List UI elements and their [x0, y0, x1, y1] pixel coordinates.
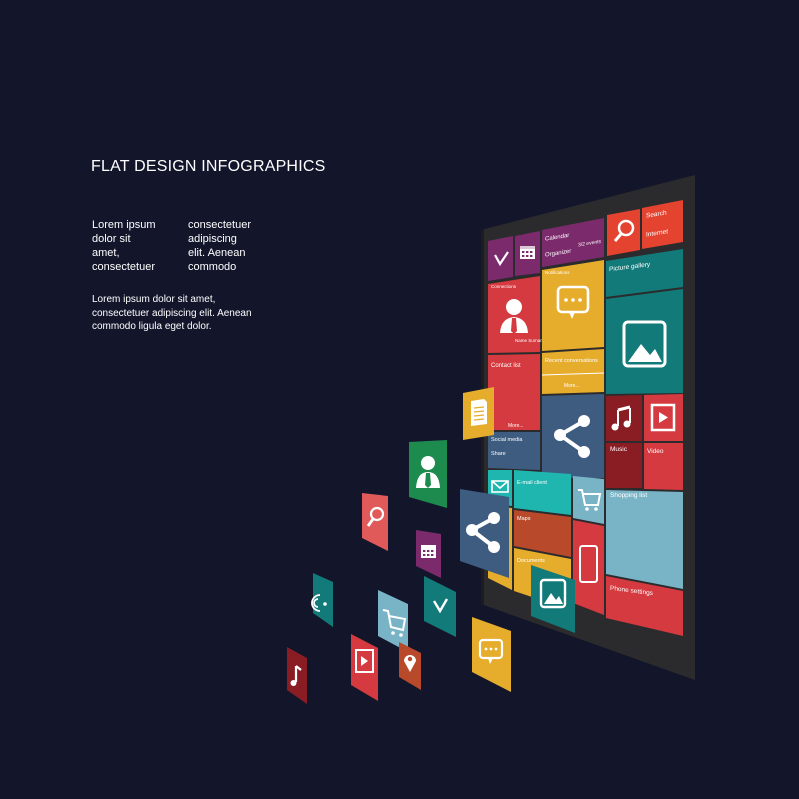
tile-cart[interactable]: [573, 476, 604, 524]
description-paragraph: Lorem ipsum dolor sit amet, consectetuer…: [92, 293, 252, 334]
tile-label: Notifications: [545, 270, 570, 275]
tile-label: Organizer: [545, 249, 571, 259]
floating-share-tile[interactable]: [460, 489, 509, 578]
text-line: dolor sit: [92, 233, 131, 245]
tile-label: E-mail client: [517, 480, 547, 486]
floating-image-tile[interactable]: [531, 565, 575, 633]
tile-notifications[interactable]: [542, 260, 604, 351]
text-line: consectetuer: [92, 261, 155, 273]
tile-label: Contact list: [491, 363, 521, 369]
floating-location-tile[interactable]: [399, 642, 421, 690]
text-line: elit. Aenean: [188, 247, 246, 259]
tile-email[interactable]: [514, 470, 571, 515]
tile-label: 3/2 events: [578, 239, 601, 249]
share-icon: [554, 415, 590, 458]
tile-label: Maps: [517, 516, 531, 522]
image-icon: [539, 578, 567, 609]
mail-icon: [491, 480, 509, 493]
text-column-left: Lorem ipsum dolor sit amet, consectetuer: [92, 218, 156, 274]
tile-label: Documents: [517, 558, 545, 564]
floating-clock-tile[interactable]: [424, 576, 456, 637]
tile-social-media[interactable]: [488, 432, 540, 470]
tile-label: Calendar: [545, 233, 569, 243]
music-icon: [611, 405, 631, 431]
video-icon: [650, 403, 676, 432]
paragraph-line: consectetuer adipiscing elit. Aenean: [92, 307, 252, 319]
tile-label: Share: [491, 451, 506, 457]
tile-picture-gallery[interactable]: [606, 249, 683, 297]
page-title: FLAT DESIGN INFOGRAPHICS: [91, 158, 326, 175]
floating-calendar-tile[interactable]: [416, 530, 441, 578]
floating-video-tile[interactable]: [351, 634, 378, 701]
text-line: Lorem ipsum: [92, 219, 156, 231]
tile-maps[interactable]: [514, 510, 571, 557]
wifi-icon: [311, 594, 327, 612]
tile-clock[interactable]: [488, 236, 513, 281]
tile-music[interactable]: [606, 443, 642, 488]
paragraph-line: commodo ligula eget dolor.: [92, 321, 212, 332]
text-line: commodo: [188, 261, 237, 273]
chat-icon: [478, 638, 504, 664]
floating-wifi-tile[interactable]: [311, 573, 333, 627]
text-line: amet,: [92, 247, 120, 259]
user-icon: [500, 299, 528, 334]
music-icon: [290, 665, 302, 686]
tile-recent-conversations[interactable]: [542, 349, 604, 394]
clock-icon: [432, 598, 449, 614]
tile-label: Shopping list: [610, 492, 647, 499]
tile-label: Connections: [491, 284, 517, 289]
search-icon: [366, 506, 385, 527]
calendar-icon: [421, 545, 436, 558]
tile-label: Internet: [646, 228, 668, 238]
text-line: consectetuer: [188, 219, 251, 231]
clock-icon: [494, 251, 509, 267]
tile-calendar[interactable]: [542, 218, 604, 267]
tile-label: Name Surname: [515, 338, 547, 343]
tile-video[interactable]: [644, 443, 683, 490]
document-icon: [471, 399, 487, 426]
search-icon: [613, 219, 635, 242]
tile-label: More...: [564, 383, 580, 389]
cart-icon: [382, 609, 407, 637]
floating-music-tile[interactable]: [287, 647, 307, 704]
tile-label: Music: [610, 446, 628, 453]
phone-icon: [579, 545, 598, 583]
tile-label: More...: [508, 423, 524, 429]
paragraph-line: Lorem ipsum dolor sit amet,: [92, 294, 216, 305]
floating-document-tile[interactable]: [463, 387, 494, 440]
cart-icon: [578, 489, 602, 511]
tile-search[interactable]: [642, 200, 683, 249]
tile-contact-list[interactable]: [488, 354, 540, 430]
floating-chat-tile[interactable]: [472, 617, 511, 692]
tile-music-icon[interactable]: [606, 395, 642, 441]
video-icon: [355, 649, 374, 673]
tablet: Calendar Organizer 3/2 events Search Int…: [481, 175, 695, 680]
location-pin-icon: [404, 655, 416, 672]
tile-gallery-photo[interactable]: [606, 289, 683, 394]
tile-shopping-list[interactable]: [606, 490, 683, 589]
share-icon: [466, 512, 500, 553]
floating-user-tile[interactable]: [409, 440, 447, 508]
tile-share[interactable]: [542, 394, 604, 478]
tile-label: Video: [647, 448, 664, 455]
tile-phone[interactable]: [573, 520, 604, 615]
image-icon: [622, 320, 667, 368]
divider: [541, 372, 605, 376]
tile-label: Search: [646, 209, 667, 219]
text-line: adipiscing: [188, 233, 237, 245]
floating-cart-tile[interactable]: [378, 590, 408, 652]
calendar-icon: [520, 246, 535, 259]
tile-phone-settings[interactable]: [606, 576, 683, 636]
chat-icon: [556, 285, 590, 319]
text-column-right: consectetuer adipiscing elit. Aenean com…: [188, 218, 251, 274]
tile-label: Recent conversations: [545, 358, 598, 364]
user-icon: [416, 456, 440, 488]
tile-label: Social media: [491, 437, 523, 443]
tile-search-icon[interactable]: [607, 209, 640, 256]
floating-search-tile[interactable]: [362, 493, 388, 551]
